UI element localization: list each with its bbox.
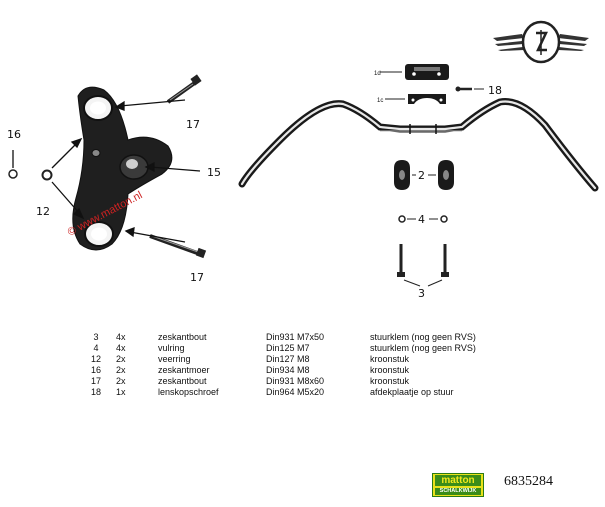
label-1d: 1d <box>374 71 381 77</box>
handlebar <box>238 97 599 192</box>
part-nr: 18 <box>90 387 101 397</box>
table-row: 3 4x zeskantbout Din931 M7x50 stuurklem (nog… <box>80 332 476 343</box>
callout-15: 15 <box>207 166 221 179</box>
table-row: 16 2x zeskantmoer Din934 M8 kroonstuk <box>80 365 476 376</box>
part-norm: Din931 M8x60 <box>266 376 325 386</box>
part-norm: Din127 M8 <box>266 354 310 364</box>
callout-18: 18 <box>488 84 502 97</box>
callout-4: 4 <box>418 213 425 226</box>
washer-12 <box>41 169 53 181</box>
bolt-17-top <box>166 74 202 104</box>
part-qty: 4x <box>116 343 126 353</box>
clamp-top-plate <box>408 94 446 104</box>
part-qty: 2x <box>116 376 126 386</box>
part-name: lenskopschroef <box>158 387 219 397</box>
part-use: afdekplaatje op stuur <box>370 387 454 397</box>
clamp-halves <box>394 160 454 190</box>
part-use: kroonstuk <box>370 365 410 375</box>
part-name: zeskantmoer <box>158 365 210 375</box>
callout-16: 16 <box>7 128 21 141</box>
washers-4 <box>398 215 448 223</box>
part-qty: 1x <box>116 387 126 397</box>
table-row: 4 4x vulring Din125 M7 stuurklem (nog geen R… <box>80 343 476 354</box>
part-name: zeskantbout <box>158 376 207 386</box>
callout-2: 2 <box>418 169 425 182</box>
bolt-17-bottom <box>149 234 207 259</box>
triple-clamp <box>72 86 173 251</box>
leader-lines-left <box>12 99 201 243</box>
part-norm: Din934 M8 <box>266 365 310 375</box>
part-norm: Din931 M7x50 <box>266 332 325 342</box>
callout-17-top: 17 <box>186 118 200 131</box>
part-use: kroonstuk <box>370 354 410 364</box>
matton-logo: matton SCHALKWIJK <box>432 473 484 497</box>
part-name: vulring <box>158 343 185 353</box>
exploded-diagram: © www.matton.nl 16 12 17 15 17 1d 1c 18 <box>7 20 599 300</box>
part-nr: 3 <box>93 332 99 342</box>
screw-18 <box>455 86 484 92</box>
table-row: 12 2x veerring Din127 M8 kroonstuk <box>80 354 476 365</box>
part-number: 6835284 <box>504 474 553 489</box>
part-nr: 12 <box>90 354 101 364</box>
label-1c: 1c <box>377 98 383 104</box>
callout-3: 3 <box>418 287 425 300</box>
table-row: 18 1x lenskopschroef Din964 M5x20 afdekplaat… <box>80 387 476 398</box>
part-name: veerring <box>158 354 191 364</box>
logo-name: matton <box>435 475 481 486</box>
part-qty: 4x <box>116 332 126 342</box>
winged-emblem-logo <box>493 20 589 64</box>
callout-12: 12 <box>36 205 50 218</box>
cover-plate <box>405 64 449 80</box>
part-nr: 17 <box>90 376 101 386</box>
part-use: stuurklem (nog geen RVS) <box>370 332 476 342</box>
part-qty: 2x <box>116 354 126 364</box>
logo-subtitle: SCHALKWIJK <box>435 488 481 495</box>
callout-17-bottom: 17 <box>190 271 204 284</box>
bolts-3 <box>397 244 449 287</box>
nut-16 <box>8 169 18 179</box>
part-use: stuurklem (nog geen RVS) <box>370 343 476 353</box>
part-use: kroonstuk <box>370 376 410 386</box>
part-nr: 16 <box>90 365 101 375</box>
part-norm: Din964 M5x20 <box>266 387 325 397</box>
part-name: zeskantbout <box>158 332 207 342</box>
parts-list-table: 3 4x zeskantbout Din931 M7x50 stuurklem (nog… <box>80 332 476 398</box>
part-nr: 4 <box>93 343 99 353</box>
part-qty: 2x <box>116 365 126 375</box>
part-norm: Din125 M7 <box>266 343 310 353</box>
table-row: 17 2x zeskantbout Din931 M8x60 kroonstuk <box>80 376 476 387</box>
